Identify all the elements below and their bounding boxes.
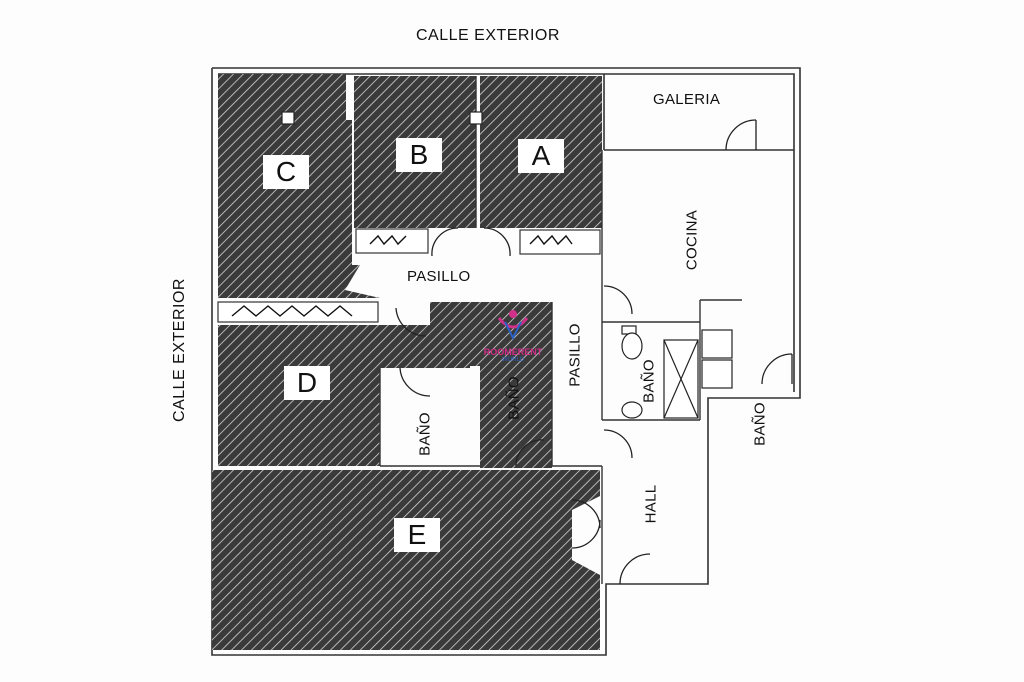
- cocina-label: COCINA: [683, 209, 701, 271]
- room-label-b: B: [396, 138, 442, 172]
- bano-label-small: BAÑO: [640, 359, 658, 403]
- street-label-top: CALLE EXTERIOR: [416, 27, 560, 44]
- inner-walls: [379, 76, 742, 584]
- bathroom-fixtures: [281, 111, 733, 419]
- sink-basin: [621, 401, 643, 419]
- toilet-bowl: [621, 332, 643, 360]
- appliance-2: [701, 359, 733, 389]
- watermark-logo: ROOMERENT WORLD: [472, 308, 554, 378]
- watermark-figure-icon: [497, 310, 529, 341]
- bano-label-exterior: BAÑO: [751, 402, 769, 446]
- room-label-e: E: [394, 518, 440, 552]
- street-label-left: CALLE EXTERIOR: [171, 278, 188, 422]
- outer-walls: [211, 67, 801, 656]
- column-b: [281, 111, 295, 125]
- room-label-c: C: [263, 155, 309, 189]
- pasillo-horizontal-label: PASILLO: [407, 268, 471, 285]
- column-a: [469, 111, 483, 125]
- door-swings: [395, 119, 793, 585]
- wardrobe-b: [355, 228, 429, 254]
- bano-label-center: BAÑO: [416, 412, 434, 456]
- wardrobe-c: [217, 301, 379, 323]
- room-e-area: [212, 470, 600, 650]
- hatched-rooms: [212, 74, 602, 650]
- bano-label-right: BAÑO: [505, 376, 523, 420]
- watermark-name: ROOMERENT: [483, 347, 543, 357]
- room-label-d: D: [284, 366, 330, 400]
- galeria-label: GALERIA: [653, 91, 721, 108]
- room-d-area: [218, 302, 490, 466]
- wardrobe-hangers: [231, 234, 573, 317]
- watermark-sub: WORLD: [501, 357, 525, 363]
- pasillo-vertical-label: PASILLO: [566, 323, 584, 387]
- appliance-1: [701, 329, 733, 359]
- room-label-a: A: [518, 139, 564, 173]
- hall-label: HALL: [642, 484, 660, 524]
